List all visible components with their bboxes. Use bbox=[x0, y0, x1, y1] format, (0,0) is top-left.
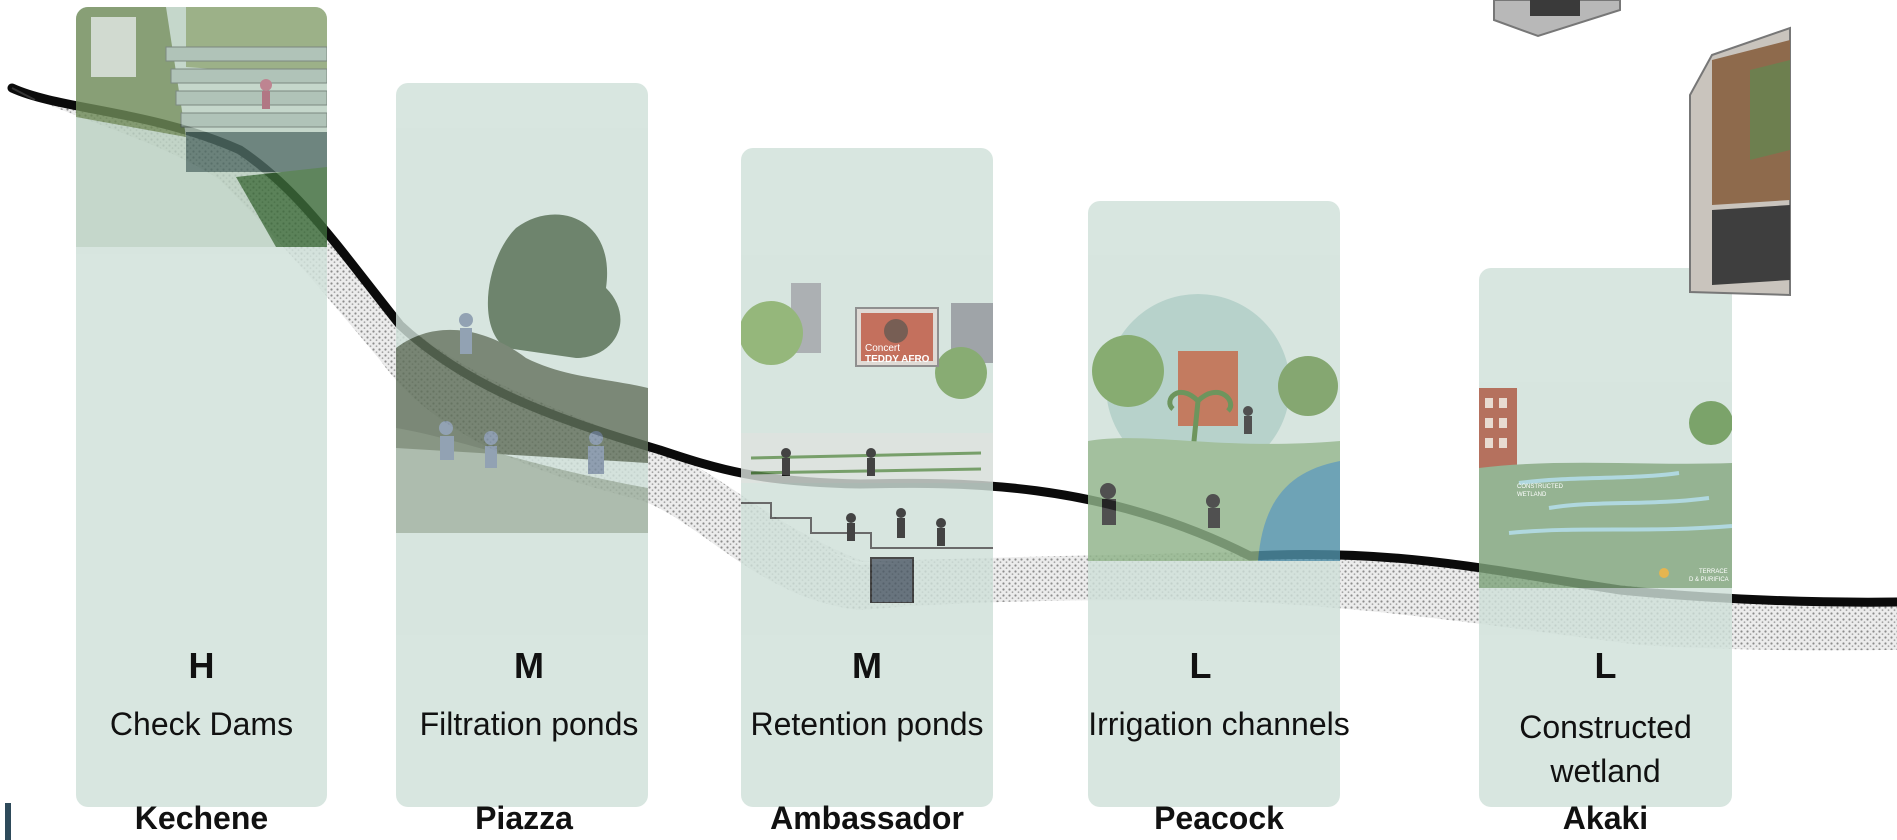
station-5-strategy-line1: Constructed bbox=[1519, 709, 1692, 745]
station-card-piazza bbox=[396, 83, 648, 807]
station-4-strategy: Irrigation channels bbox=[1088, 706, 1350, 742]
retention-ponds-illustration: Concert TEDDY AFRO bbox=[741, 273, 993, 603]
billboard-line1: Concert bbox=[865, 343, 900, 354]
place-name-akaki: Akaki bbox=[1562, 800, 1649, 836]
station-4-level: L bbox=[1189, 645, 1212, 686]
station-3-strategy: Retention ponds bbox=[750, 706, 984, 742]
station-card-kechene bbox=[76, 7, 327, 807]
billboard-line2: TEDDY AFRO bbox=[865, 354, 930, 365]
constructed-wetland-illustration: CONSTRUCTED WETLAND TERRACE D & PURIFICA bbox=[1479, 388, 1732, 588]
place-name-ambassador: Ambassador bbox=[770, 800, 964, 836]
filtration-ponds-illustration bbox=[396, 188, 648, 533]
place-name-peacock: Peacock bbox=[1154, 800, 1284, 836]
station-3-level: M bbox=[852, 645, 882, 686]
station-card-akaki: CONSTRUCTED WETLAND TERRACE D & PURIFICA bbox=[1479, 268, 1732, 807]
place-name-kechene: Kechene bbox=[134, 800, 269, 836]
terrace-tag-line2: D & PURIFICA bbox=[1689, 577, 1729, 583]
specimen-box-illustrations bbox=[1493, 0, 1791, 297]
wetland-tag-line1: CONSTRUCTED bbox=[1517, 484, 1564, 490]
station-1-level: H bbox=[188, 645, 215, 686]
station-card-ambassador: Concert TEDDY AFRO bbox=[741, 148, 993, 807]
terrace-tag-line1: TERRACE bbox=[1699, 569, 1728, 575]
station-card-peacock bbox=[1088, 201, 1340, 807]
station-5-strategy-line2: wetland bbox=[1550, 753, 1661, 789]
place-name-piazza: Piazza bbox=[475, 800, 573, 836]
station-1-strategy: Check Dams bbox=[109, 706, 294, 742]
wetland-tag-line2: WETLAND bbox=[1517, 492, 1547, 498]
irrigation-channels-illustration bbox=[1088, 291, 1340, 561]
station-2-strategy: Filtration ponds bbox=[419, 706, 639, 742]
station-2-level: M bbox=[514, 645, 544, 686]
check-dams-illustration bbox=[76, 7, 327, 247]
accent-bar bbox=[5, 803, 11, 840]
station-5-level: L bbox=[1594, 645, 1617, 686]
